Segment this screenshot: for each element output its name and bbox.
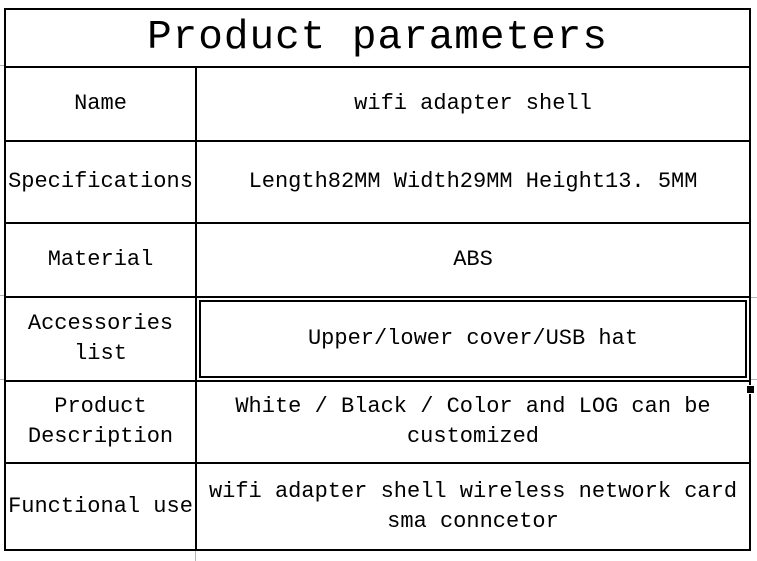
table-row: Specifications Length82MM Width29MM Heig… (6, 140, 749, 222)
cell-specifications-label[interactable]: Specifications (6, 142, 197, 222)
page-title: Product parameters (147, 15, 608, 61)
table-row: Material ABS (6, 222, 749, 296)
cell-specifications-value[interactable]: Length82MM Width29MM Height13. 5MM (248, 169, 698, 195)
cell-name-value[interactable]: wifi adapter shell (354, 91, 592, 117)
gridline-stub (751, 297, 757, 298)
gridline-stub (751, 379, 757, 380)
cell-functional-use-label[interactable]: Functional use (6, 464, 197, 549)
cell-material-label[interactable]: Material (6, 224, 197, 296)
cell-accessories-label[interactable]: Accessories list (6, 298, 197, 380)
cell-functional-use-value[interactable]: wifi adapter shell wireless network card… (208, 478, 738, 534)
product-parameters-table: Product parameters Name wifi adapter she… (4, 8, 755, 551)
cell-name-label[interactable]: Name (6, 68, 197, 140)
cell-product-description-value[interactable]: White / Black / Color and LOG can be cus… (235, 394, 711, 449)
table-row: Functional use wifi adapter shell wirele… (6, 462, 749, 549)
gridline-stub (195, 551, 196, 561)
table-row: Name wifi adapter shell (6, 66, 749, 140)
cell-accessories-value-selected[interactable]: Upper/lower cover/USB hat (197, 298, 749, 380)
table-row: Product parameters (6, 10, 749, 66)
gridline-stub (0, 379, 4, 380)
cell-material-value[interactable]: ABS (453, 247, 493, 273)
gridline-stub (0, 65, 4, 66)
cell-product-description-label[interactable]: Product Description (6, 382, 197, 462)
gridline-stub (0, 295, 4, 296)
table-row: Accessories list Upper/lower cover/USB h… (6, 296, 755, 394)
selection-fill-handle[interactable] (746, 385, 755, 394)
table-row: Product Description White / Black / Colo… (6, 380, 749, 462)
